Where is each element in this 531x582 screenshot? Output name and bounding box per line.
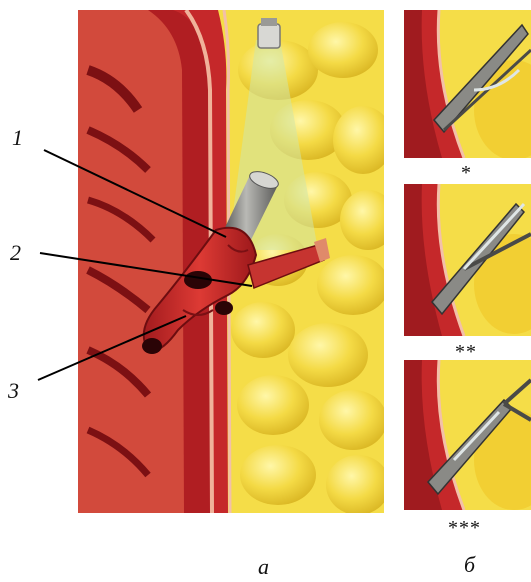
panel-caption-a: а	[258, 556, 269, 578]
callout-label-1: 1	[12, 127, 23, 149]
callout-label-3: 3	[8, 380, 19, 402]
leader-line-1	[44, 150, 226, 237]
leader-line-2	[40, 253, 252, 286]
callout-label-2: 2	[10, 242, 21, 264]
panel-caption-b: б	[464, 554, 475, 576]
leader-line-3	[38, 316, 186, 380]
